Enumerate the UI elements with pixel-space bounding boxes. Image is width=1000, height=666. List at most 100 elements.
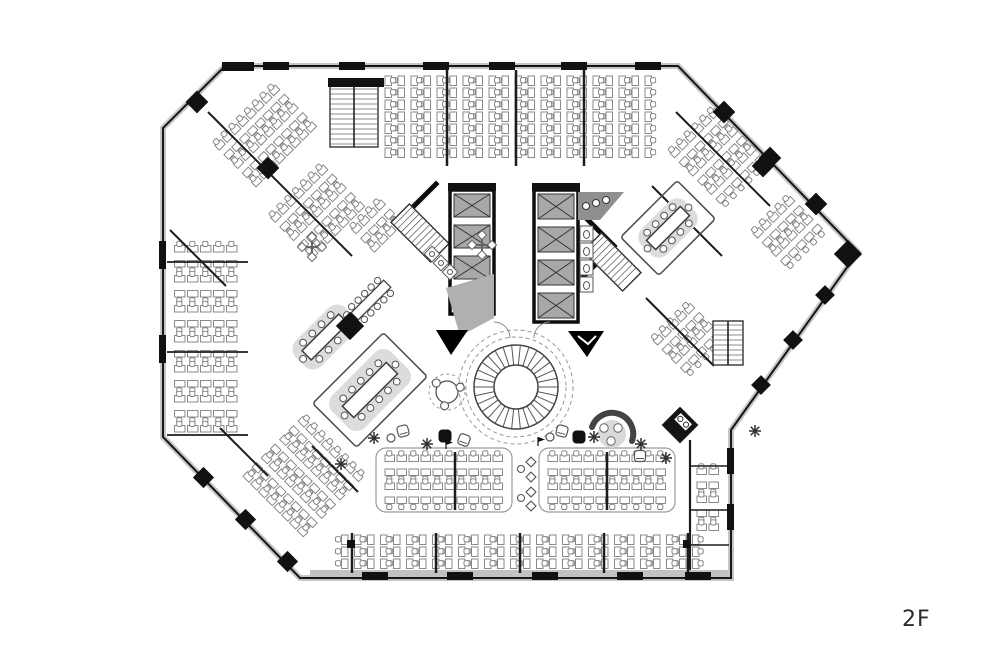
mark	[159, 241, 166, 269]
desk	[393, 546, 401, 557]
desk	[605, 147, 613, 158]
mark	[276, 550, 299, 573]
chair	[800, 213, 808, 221]
chair-box	[525, 471, 537, 483]
chair	[386, 478, 393, 485]
desk	[423, 75, 431, 86]
chair	[325, 189, 333, 197]
chair	[567, 560, 574, 567]
mark	[489, 62, 515, 70]
wall-mark	[339, 62, 365, 70]
chair	[390, 113, 397, 120]
chair	[228, 270, 235, 277]
wall-mark	[635, 62, 661, 70]
side-table	[386, 433, 396, 443]
desk	[653, 558, 661, 569]
chair	[794, 254, 802, 262]
chair	[390, 101, 397, 108]
desk-cluster-right-band-a	[668, 106, 768, 207]
chair	[215, 360, 222, 367]
chair	[215, 420, 222, 427]
desk	[480, 468, 491, 476]
desk	[694, 140, 706, 153]
chair	[386, 450, 393, 457]
meeting-table	[645, 205, 691, 251]
chair	[494, 89, 501, 96]
chair	[482, 478, 489, 485]
stool	[516, 493, 526, 503]
chair	[698, 491, 705, 498]
desk	[449, 75, 457, 86]
desk	[527, 135, 535, 146]
desk	[583, 468, 594, 476]
meeting-chair	[660, 211, 669, 220]
desk	[627, 546, 635, 557]
desk	[547, 496, 558, 504]
chair	[619, 536, 626, 543]
chair	[318, 197, 326, 205]
spiral-core	[493, 364, 539, 410]
chair	[416, 137, 423, 144]
chair	[437, 536, 444, 543]
desk	[226, 350, 238, 358]
chair	[458, 450, 465, 457]
stair-tread	[404, 217, 424, 237]
chair	[383, 224, 391, 232]
chair	[326, 437, 334, 445]
desk	[449, 111, 457, 122]
meeting-chair	[392, 377, 401, 386]
chair	[268, 210, 276, 218]
bottom-corridor-strip	[310, 570, 728, 577]
chair	[802, 246, 810, 254]
chair	[671, 560, 678, 567]
toilet	[438, 260, 444, 266]
chair	[316, 241, 328, 253]
desk	[712, 158, 725, 171]
desk	[595, 496, 606, 504]
chair	[572, 125, 579, 132]
mark	[751, 375, 771, 395]
desk	[779, 254, 792, 267]
meeting-chair	[384, 386, 392, 395]
desk	[501, 111, 509, 122]
spiral-tread	[502, 346, 510, 367]
desk	[342, 479, 355, 492]
chair	[494, 450, 501, 457]
chair	[598, 101, 605, 108]
wall-mark	[561, 62, 587, 70]
meeting-chair	[315, 355, 324, 363]
desk	[295, 432, 308, 445]
chair	[633, 478, 640, 485]
desk	[423, 87, 431, 98]
desk	[279, 220, 292, 233]
desk	[200, 410, 212, 418]
chair	[546, 113, 553, 120]
plant-icon	[588, 431, 600, 443]
chair	[176, 270, 183, 277]
bar-table	[347, 276, 395, 324]
spiral-tread	[517, 345, 521, 366]
spiral-tread	[502, 407, 510, 428]
chair	[278, 500, 286, 508]
wall-mark	[617, 572, 643, 580]
spiral-tread	[537, 377, 558, 383]
chair	[398, 478, 405, 485]
pod-chair	[440, 401, 450, 411]
desk	[285, 459, 298, 471]
desk	[308, 482, 321, 495]
desk	[471, 546, 479, 557]
chair	[202, 270, 209, 277]
desk	[396, 496, 407, 504]
desk	[655, 496, 666, 504]
desk	[677, 327, 689, 340]
chair	[212, 138, 220, 146]
desk	[631, 135, 639, 146]
armchair	[633, 449, 647, 463]
desk-cluster-bottom-center-2	[547, 450, 666, 510]
chair	[306, 231, 318, 243]
desk	[723, 184, 735, 197]
desk	[319, 456, 332, 469]
desk	[475, 111, 483, 122]
desk	[367, 558, 375, 569]
spiral-tread	[533, 399, 551, 413]
